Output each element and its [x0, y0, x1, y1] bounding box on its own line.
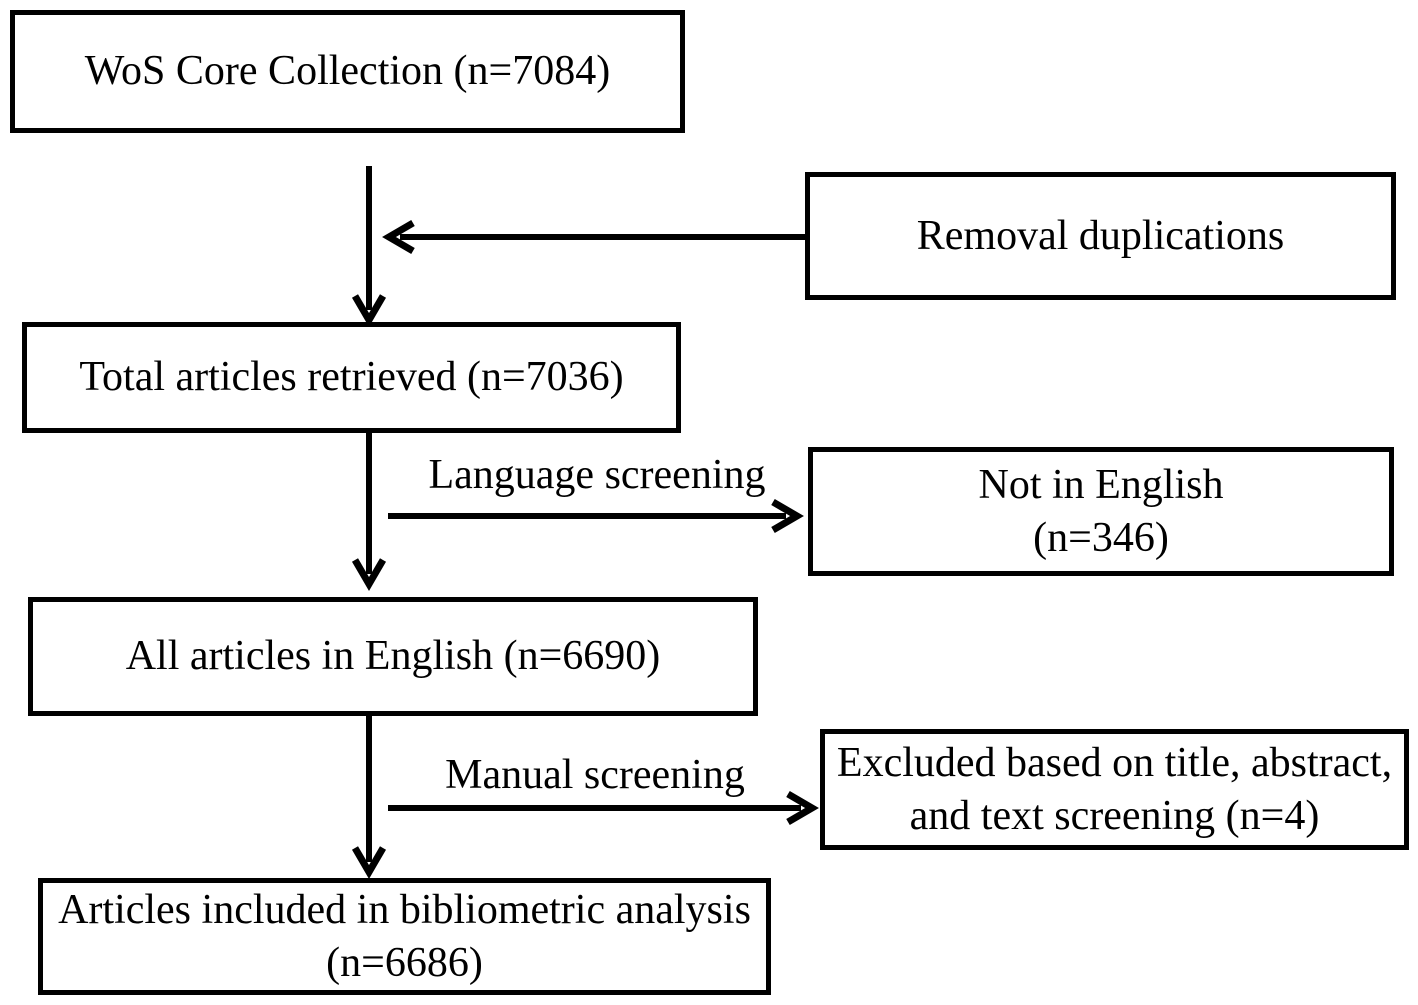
- node-label: Removal duplications: [916, 212, 1285, 259]
- node-not-in-english: Not in English (n=346): [808, 447, 1394, 576]
- node-wos-core-collection: WoS Core Collection (n=7084): [10, 10, 685, 133]
- node-all-articles-in-english: All articles in English (n=6690): [28, 597, 758, 716]
- node-removal-duplications: Removal duplications: [805, 172, 1396, 300]
- arrowhead-right-icon: [771, 498, 804, 534]
- node-label: Total articles retrieved (n=7036): [79, 354, 624, 401]
- edge-label-language-screening: Language screening: [428, 452, 766, 498]
- node-label-line1: Articles included in bibliometric analys…: [58, 887, 751, 933]
- edge-label-manual-screening: Manual screening: [445, 752, 745, 798]
- node-label-line2: (n=346): [1033, 514, 1169, 561]
- node-label-line1: Not in English: [978, 462, 1224, 508]
- node-label-line1: Excluded based on title, abstract,: [836, 740, 1393, 786]
- node-articles-included: Articles included in bibliometric analys…: [38, 878, 771, 995]
- node-label-line2: and text screening (n=4): [909, 792, 1320, 839]
- arrowhead-down-icon: [351, 294, 387, 327]
- node-excluded-after-screening: Excluded based on title, abstract, and t…: [820, 729, 1409, 850]
- node-total-articles-retrieved: Total articles retrieved (n=7036): [22, 322, 681, 433]
- node-label-line2: (n=6686): [326, 939, 483, 986]
- arrowhead-down-icon: [351, 846, 387, 879]
- node-label: WoS Core Collection (n=7084): [84, 48, 611, 95]
- arrowhead-down-icon: [351, 558, 387, 591]
- arrowhead-left-icon: [382, 219, 415, 255]
- node-label: All articles in English (n=6690): [125, 633, 661, 680]
